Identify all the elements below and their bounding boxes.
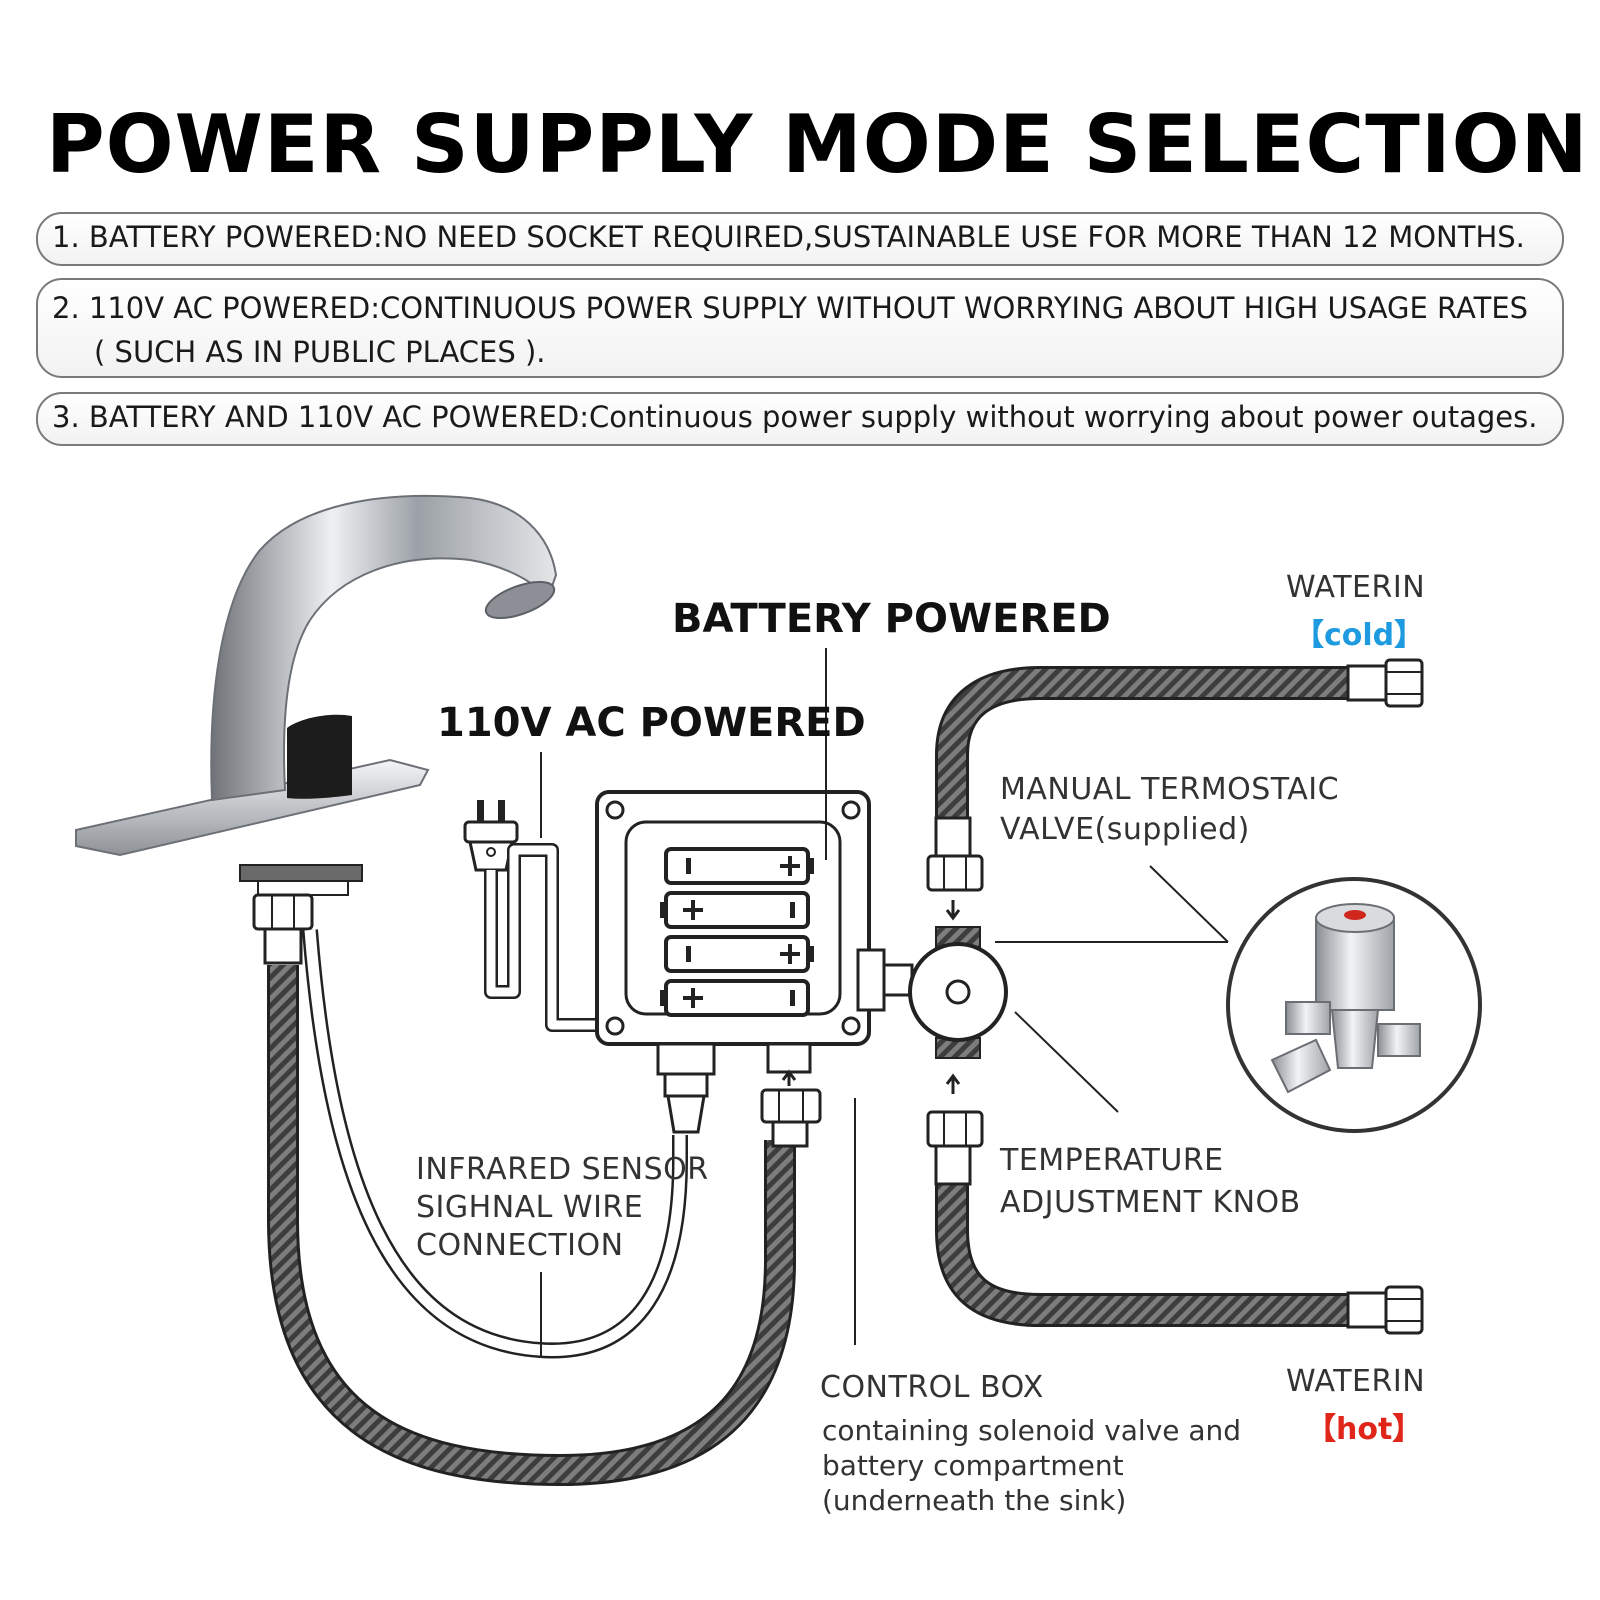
leader-line-valve <box>1149 865 1229 943</box>
cold-tag: 【cold】 <box>1294 618 1425 653</box>
control-box-title: CONTROL BOX <box>820 1370 1044 1405</box>
sensor-wire-label-end: CONNECTION <box>416 1228 624 1263</box>
outlet-fitting <box>760 1069 822 1148</box>
sensor-wire-label: INFRARED SENSOR <box>416 1152 709 1187</box>
leader-line-knob <box>1014 1011 1119 1113</box>
mode-option-text: 3. BATTERY AND 110V AC POWERED:Continuou… <box>52 400 1538 434</box>
mode-option-text-continued: ( SUCH AS IN PUBLIC PLACES ). <box>94 335 546 369</box>
faucet-icon <box>75 494 558 857</box>
control-box-description: containing solenoid valve and <box>822 1414 1242 1447</box>
control-box <box>595 790 886 1076</box>
mode-option-battery-and-ac: 3. BATTERY AND 110V AC POWERED:Continuou… <box>36 392 1564 446</box>
knob-label: TEMPERATURE <box>1000 1143 1224 1178</box>
sensor-connector <box>663 1072 709 1134</box>
control-box-description-continued: battery compartment <box>822 1449 1124 1482</box>
cold-hose-fittings <box>926 658 1424 892</box>
mode-option-text: 1. BATTERY POWERED:NO NEED SOCKET REQUIR… <box>52 220 1525 254</box>
ac-powered-label: 110V AC POWERED <box>437 700 866 746</box>
box-valve-link <box>882 963 914 997</box>
battery-icon <box>660 891 810 929</box>
thermostatic-valve-photo <box>1226 877 1482 1133</box>
battery-icon <box>664 847 814 885</box>
mode-option-battery: 1. BATTERY POWERED:NO NEED SOCKET REQUIR… <box>36 212 1564 266</box>
ac-power-cable <box>484 843 597 1032</box>
valve-label: MANUAL TERMOSTAIC <box>1000 772 1340 807</box>
battery-icon <box>664 935 814 973</box>
water-in-cold-label: WATERIN <box>1286 570 1426 605</box>
mode-option-ac: 2. 110V AC POWERED:CONTINUOUS POWER SUPP… <box>36 278 1564 378</box>
knob-label-continued: ADJUSTMENT KNOB <box>1000 1185 1301 1220</box>
ac-plug-icon <box>463 800 519 872</box>
hot-tag: 【hot】 <box>1306 1412 1423 1447</box>
control-box-description-end: (underneath the sink) <box>822 1484 1127 1517</box>
battery-powered-label: BATTERY POWERED <box>672 596 1111 642</box>
battery-icon <box>660 979 810 1017</box>
thermostatic-valve-schematic <box>908 900 1008 1094</box>
page-title: POWER SUPPLY MODE SELECTION <box>46 98 1589 191</box>
water-in-hot-label: WATERIN <box>1286 1364 1426 1399</box>
mounting-shank <box>239 864 363 965</box>
sensor-wire-label-continued: SIGHNAL WIRE <box>416 1190 644 1225</box>
valve-label-continued: VALVE(supplied) <box>1000 812 1250 847</box>
mode-option-text: 2. 110V AC POWERED:CONTINUOUS POWER SUPP… <box>52 291 1529 325</box>
hot-hose-fittings <box>926 1110 1424 1335</box>
